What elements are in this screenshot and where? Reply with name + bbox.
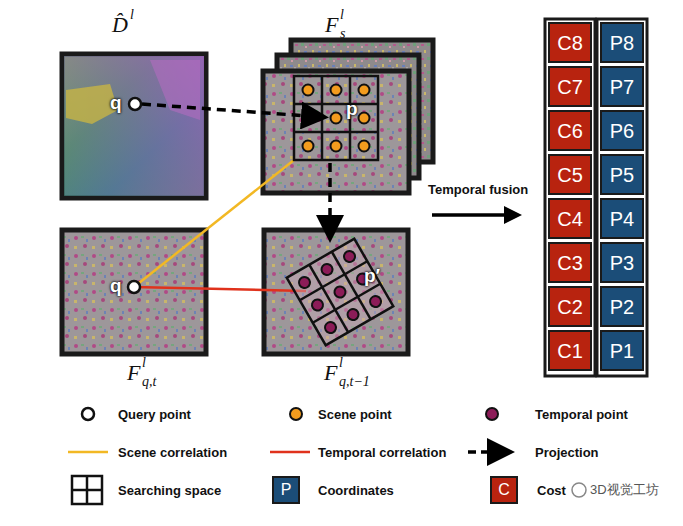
box-text: P1	[610, 341, 634, 361]
swatch-letter: C	[498, 482, 510, 498]
legend-text: Temporal point	[535, 408, 628, 421]
box-text: C5	[557, 165, 583, 185]
box-text: P7	[610, 77, 634, 97]
coordinate-box: P5	[600, 154, 644, 195]
box-text: C6	[557, 121, 583, 141]
box-text: P2	[610, 297, 634, 317]
legend-text: Temporal correlation	[318, 446, 446, 459]
box-text: P5	[610, 165, 634, 185]
coordinate-box: P7	[600, 66, 644, 107]
legend-text: Query point	[118, 408, 191, 421]
swatch-letter: P	[281, 482, 292, 498]
superscript: l	[340, 8, 344, 22]
box-text: P8	[610, 33, 634, 53]
point-label: p	[346, 99, 358, 118]
box-text: C4	[557, 209, 583, 229]
point-label: q	[110, 276, 122, 295]
point-label: p′	[364, 266, 380, 285]
coordinate-box: P4	[600, 198, 644, 239]
subscript: q,t−1	[339, 375, 370, 389]
legend-text: Scene point	[318, 408, 392, 421]
cost-box: C1	[548, 330, 592, 371]
coordinate-box: P3	[600, 242, 644, 283]
coordinate-box: P8	[600, 22, 644, 63]
math-symbol: F	[127, 362, 140, 384]
cost-box: C3	[548, 242, 592, 283]
subscript: s	[340, 27, 345, 41]
legend-text: Searching space	[118, 484, 221, 497]
box-text: C7	[557, 77, 583, 97]
watermark: 3D视觉工坊	[590, 483, 659, 496]
superscript: l	[339, 356, 343, 370]
math-symbol: F	[325, 14, 338, 36]
coordinate-box: P1	[600, 330, 644, 371]
cost-box: C2	[548, 286, 592, 327]
cost-box: C7	[548, 66, 592, 107]
legend-text: Projection	[535, 446, 599, 459]
superscript: l	[142, 356, 146, 370]
coordinate-box: P6	[600, 110, 644, 151]
legend-text: Cost	[537, 484, 566, 497]
box-text: C3	[557, 253, 583, 273]
box-text: C2	[557, 297, 583, 317]
box-text: C1	[557, 341, 583, 361]
point-label: q	[110, 93, 122, 112]
legend-swatch: C	[490, 476, 518, 504]
coordinate-box: P2	[600, 286, 644, 327]
legend-swatch: P	[272, 476, 300, 504]
math-symbol: F	[324, 362, 337, 384]
cost-box: C4	[548, 198, 592, 239]
box-text: C8	[557, 33, 583, 53]
superscript: l	[130, 8, 134, 22]
box-text: P3	[610, 253, 634, 273]
cost-box: C5	[548, 154, 592, 195]
cost-box: C8	[548, 22, 592, 63]
cost-box: C6	[548, 110, 592, 151]
legend-text: Scene correlation	[118, 446, 227, 459]
math-symbol: D̂	[112, 14, 128, 36]
legend-text: Coordinates	[318, 484, 394, 497]
box-text: P6	[610, 121, 634, 141]
subscript: q,t	[142, 375, 156, 389]
arrow-label: Temporal fusion	[428, 183, 528, 196]
box-text: P4	[610, 209, 634, 229]
